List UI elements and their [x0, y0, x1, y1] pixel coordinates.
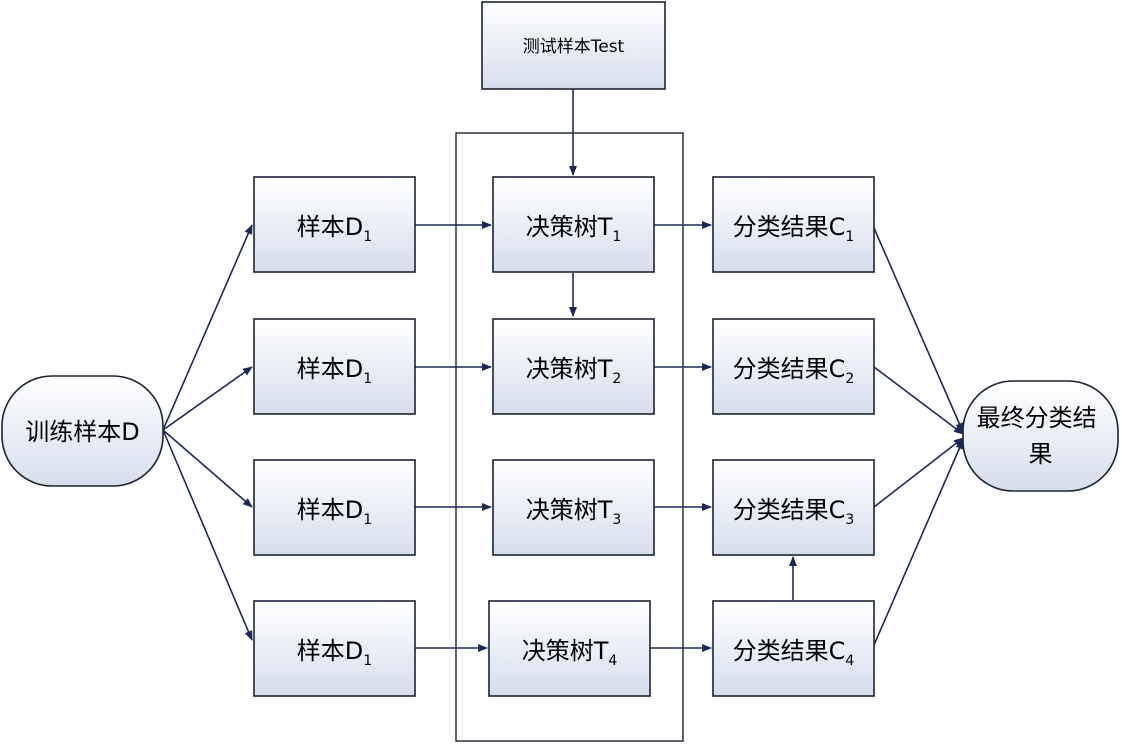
classification-result-subscript: 4	[845, 653, 854, 669]
decision-tree-node: 决策树T2	[492, 318, 655, 415]
classification-result-text: 分类结果C	[733, 213, 846, 241]
sample-label: 样本D1	[297, 637, 372, 669]
sample-subscript: 1	[363, 653, 372, 669]
sample-subscript: 1	[363, 512, 372, 528]
classification-result-subscript: 1	[845, 229, 854, 245]
classification-result-text: 分类结果C	[733, 637, 846, 665]
final-result-node: 最终分类结 果	[962, 380, 1119, 492]
edge-training-to-sample-4	[162, 429, 253, 641]
decision-tree-subscript: 2	[612, 371, 621, 387]
classification-result-subscript: 2	[845, 371, 854, 387]
decision-tree-node: 决策树T3	[492, 459, 655, 556]
classification-result-node: 分类结果C3	[712, 459, 875, 556]
edge-training-to-sample-1	[162, 224, 253, 431]
edge-result-3-to-final	[873, 437, 964, 508]
sample-node: 样本D1	[253, 600, 416, 697]
sample-text: 样本D	[297, 213, 363, 241]
test-sample-label: 测试样本Test	[523, 37, 625, 57]
classification-result-node: 分类结果C1	[712, 176, 875, 273]
edges	[162, 89, 964, 652]
final-result-line-1: 最终分类结	[977, 404, 1097, 432]
decision-tree-group-frame	[455, 132, 684, 742]
decision-tree-text: 决策树T	[526, 496, 613, 524]
decision-tree-label: 决策树T1	[526, 213, 622, 245]
sample-subscript: 1	[363, 229, 372, 245]
classification-result-label: 分类结果C3	[733, 496, 855, 528]
classification-result-text: 分类结果C	[733, 496, 846, 524]
decision-tree-node: 决策树T4	[488, 600, 651, 697]
sample-node: 样本D1	[253, 318, 416, 415]
decision-tree-text: 决策树T	[526, 213, 613, 241]
decision-tree-subscript: 4	[608, 653, 617, 669]
test-sample-node: 测试样本Test	[481, 1, 666, 90]
classification-result-label: 分类结果C4	[733, 637, 855, 669]
sample-text: 样本D	[297, 496, 363, 524]
edge-result-4-to-final	[873, 439, 964, 646]
classification-result-subscript: 3	[845, 512, 854, 528]
classification-result-text: 分类结果C	[733, 355, 846, 383]
classification-result-label: 分类结果C2	[733, 355, 855, 387]
edge-result-1-to-final	[873, 227, 964, 433]
decision-tree-text: 决策树T	[526, 355, 613, 383]
classification-result-node: 分类结果C2	[712, 318, 875, 415]
decision-tree-subscript: 3	[612, 512, 621, 528]
sample-node: 样本D1	[253, 459, 416, 556]
decision-tree-subscript: 1	[612, 229, 621, 245]
training-sample-label: 训练样本D	[25, 418, 139, 446]
sample-text: 样本D	[297, 355, 363, 383]
classification-result-node: 分类结果C4	[712, 600, 875, 697]
decision-tree-label: 决策树T2	[526, 355, 622, 387]
edge-training-to-sample-2	[162, 366, 253, 431]
classification-result-label: 分类结果C1	[733, 213, 855, 245]
sample-text: 样本D	[297, 637, 363, 665]
decision-tree-node: 决策树T1	[492, 176, 655, 273]
edge-result-2-to-final	[873, 366, 964, 435]
sample-label: 样本D1	[297, 355, 372, 387]
edge-training-to-sample-3	[162, 429, 253, 508]
sample-label: 样本D1	[297, 213, 372, 245]
sample-subscript: 1	[363, 371, 372, 387]
decision-tree-label: 决策树T4	[522, 637, 618, 669]
decision-tree-label: 决策树T3	[526, 496, 622, 528]
sample-label: 样本D1	[297, 496, 372, 528]
final-result-label: 最终分类结 果	[977, 404, 1105, 468]
final-result-line-2: 果	[1029, 440, 1053, 468]
decision-tree-text: 决策树T	[522, 637, 609, 665]
training-sample-node: 训练样本D	[1, 375, 164, 487]
sample-node: 样本D1	[253, 176, 416, 273]
